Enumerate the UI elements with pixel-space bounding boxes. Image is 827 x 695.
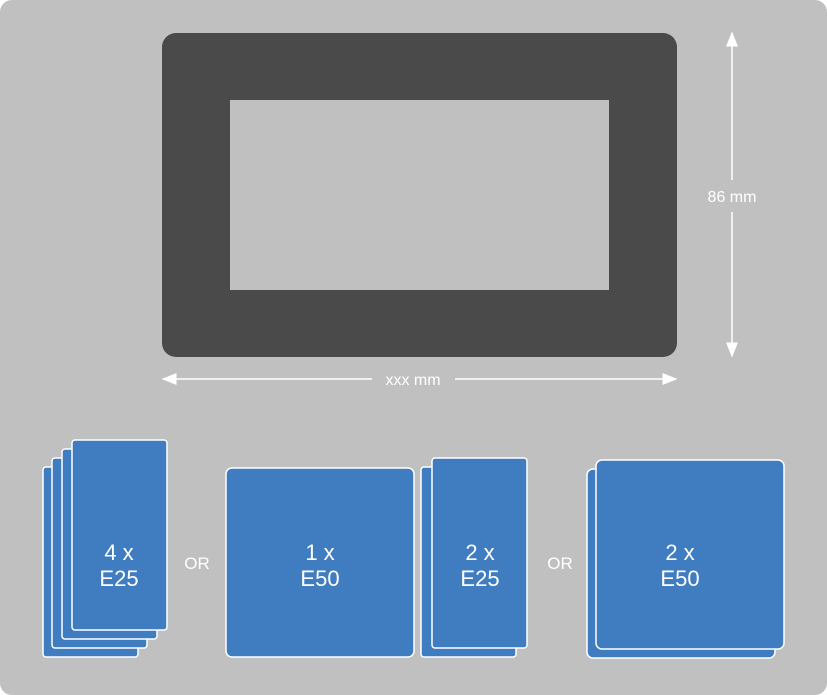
width-label: xxx mm	[385, 372, 440, 389]
option-count-label: 2 x	[665, 540, 694, 565]
module-e50-card	[595, 459, 785, 650]
option-count-label: 4 x	[104, 540, 133, 565]
option-2x-e25: 2 x E25	[420, 457, 528, 658]
or-separator: OR	[547, 554, 573, 573]
option-1x-e50: 1 x E50	[225, 467, 415, 658]
module-e50-card	[225, 467, 415, 658]
option-4x-e25: 4 x E25	[42, 439, 168, 658]
module-e25-card	[431, 457, 528, 649]
option-type-label: E50	[300, 566, 339, 591]
option-type-label: E25	[460, 566, 499, 591]
height-label: 86 mm	[708, 189, 757, 206]
option-type-label: E25	[99, 566, 138, 591]
module-e25-card	[71, 439, 168, 631]
or-separator: OR	[184, 554, 210, 573]
option-type-label: E50	[660, 566, 699, 591]
device-screen	[230, 100, 609, 290]
option-2x-e50: 2 x E50	[586, 459, 785, 659]
option-count-label: 1 x	[305, 540, 334, 565]
option-count-label: 2 x	[465, 540, 494, 565]
